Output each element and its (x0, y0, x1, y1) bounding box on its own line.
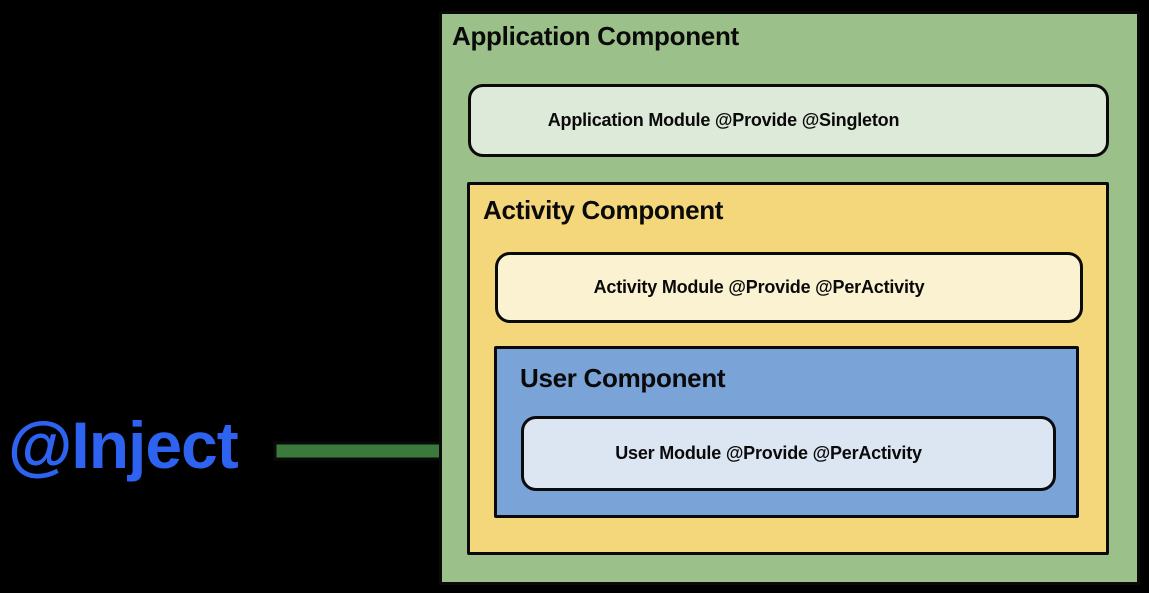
user-component-box: User Component User Module @Provide @Per… (494, 346, 1079, 518)
user-component-title: User Component (520, 363, 726, 393)
application-module-label: Application Module @Provide @Singleton (547, 110, 900, 130)
activity-component-box: Activity Component Activity Module @Prov… (467, 182, 1109, 555)
user-module-box: User Module @Provide @PerActivity (521, 416, 1056, 491)
application-module-box: Application Module @Provide @Singleton (468, 84, 1109, 157)
inject-annotation: @Inject (8, 408, 239, 482)
user-module-label: User Module @Provide @PerActivity (615, 443, 922, 463)
activity-component-title: Activity Component (483, 195, 724, 225)
application-component-title: Application Component (452, 21, 739, 51)
activity-module-label: Activity Module @Provide @PerActivity (593, 277, 925, 297)
activity-module-box: Activity Module @Provide @PerActivity (495, 252, 1083, 323)
application-component-box: Application Component Application Module… (439, 11, 1140, 585)
